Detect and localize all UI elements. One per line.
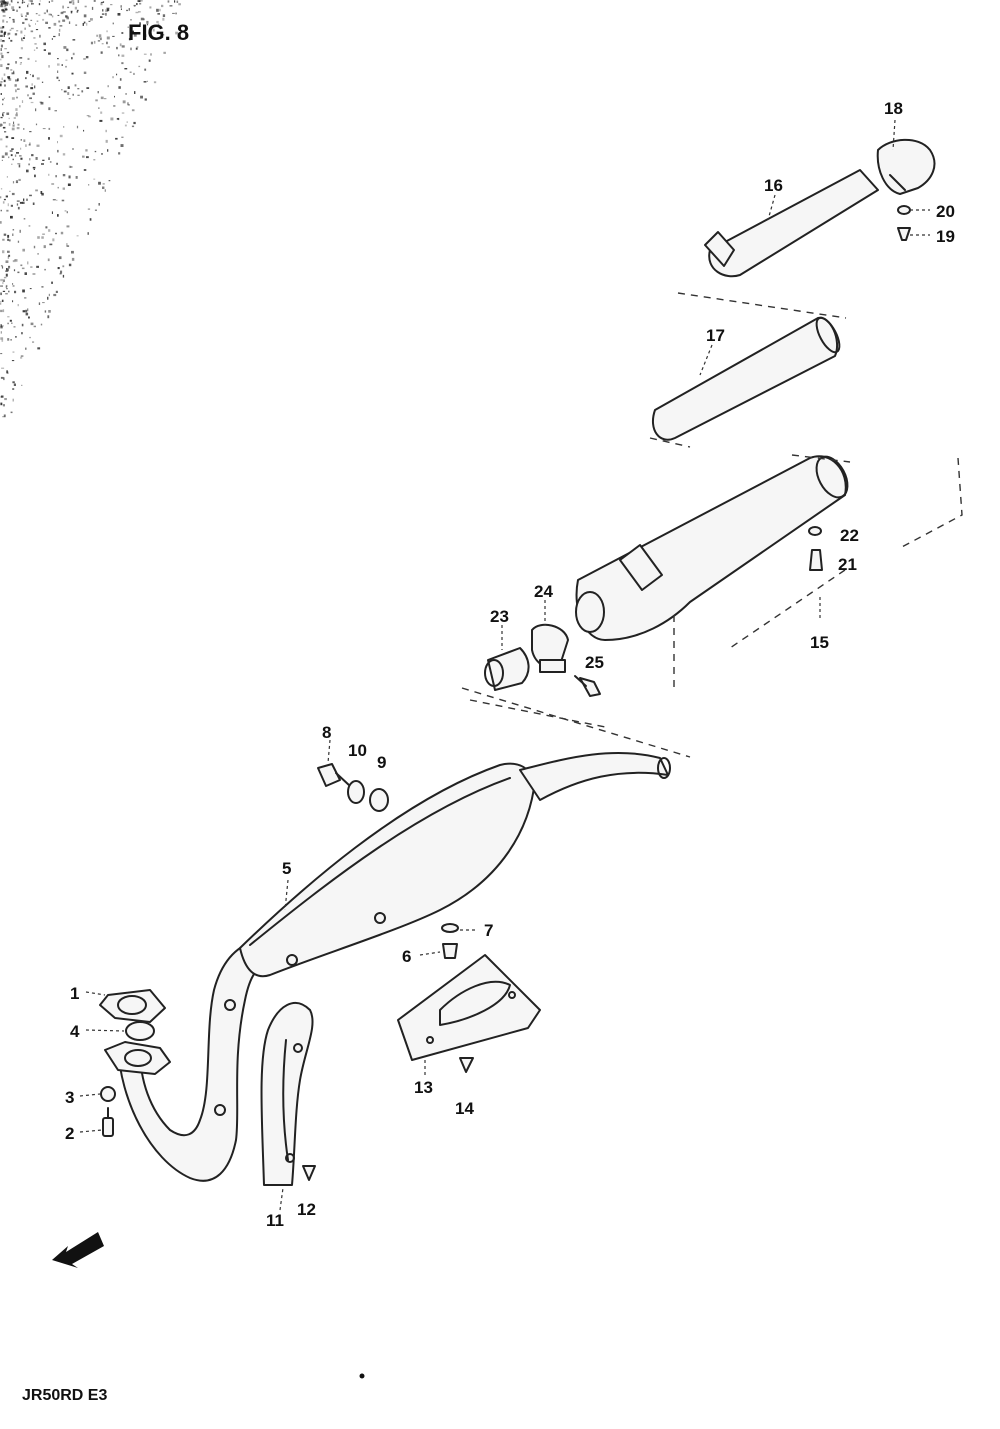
- label-13: 13: [414, 1078, 433, 1097]
- bolt-part-21: [809, 549, 823, 571]
- label-22: 22: [840, 526, 859, 545]
- muffler-part: [575, 455, 849, 690]
- label-15: 15: [810, 633, 829, 652]
- label-17: 17: [706, 326, 725, 345]
- label-1: 1: [70, 984, 79, 1003]
- connector-part: [484, 647, 530, 691]
- scan-dot: [359, 1373, 365, 1379]
- bolt-part-6: [442, 943, 458, 959]
- screw-part-19: [897, 227, 911, 241]
- label-19: 19: [936, 227, 955, 246]
- model-code: JR50RD E3: [22, 1387, 107, 1404]
- washer-part-9: [369, 788, 389, 812]
- label-4: 4: [70, 1022, 80, 1041]
- label-8: 8: [322, 723, 331, 742]
- label-21: 21: [838, 555, 857, 574]
- clamp-part: [531, 623, 569, 673]
- exhaust-pipe-part: [117, 751, 671, 1182]
- label-11: 11: [266, 1211, 284, 1230]
- nut-part: [100, 1086, 116, 1102]
- mount-bolt-part: [317, 763, 351, 787]
- washer-part: [441, 923, 459, 933]
- label-16: 16: [764, 176, 783, 195]
- label-5: 5: [282, 859, 291, 878]
- bolt-part-25: [574, 675, 601, 697]
- scan-noise: [0, 0, 181, 418]
- label-2: 2: [65, 1124, 74, 1143]
- leader-lines: [79, 119, 930, 1211]
- pipe-guard-part: [260, 1001, 314, 1186]
- label-24: 24: [534, 582, 553, 601]
- label-14: 14: [455, 1099, 474, 1118]
- label-10: 10: [348, 741, 367, 760]
- front-arrow-icon: [52, 1232, 104, 1268]
- gasket-flange-part: [99, 989, 166, 1023]
- label-18: 18: [884, 99, 903, 118]
- screw-part-14: [459, 1057, 474, 1073]
- pipe-flange-part: [104, 1041, 171, 1075]
- label-9: 9: [377, 753, 386, 772]
- label-6: 6: [402, 947, 411, 966]
- gasket-ring-part: [125, 1021, 155, 1041]
- label-25: 25: [585, 653, 604, 672]
- label-20: 20: [936, 202, 955, 221]
- tail-pipe-part: [704, 169, 879, 278]
- part-labels: 18 16 20 19 17 22 21 15 24 23 25 8 10 9 …: [65, 99, 955, 1230]
- bolt-part: [102, 1107, 114, 1137]
- washer-part-22: [808, 526, 822, 536]
- figure-title: FIG. 8: [128, 20, 189, 45]
- label-3: 3: [65, 1088, 74, 1107]
- label-12: 12: [297, 1200, 316, 1219]
- label-23: 23: [490, 607, 509, 626]
- heat-shield-part: [397, 954, 541, 1061]
- label-7: 7: [484, 921, 493, 940]
- end-cap-part: [876, 138, 936, 195]
- silencer-sleeve-part: [652, 316, 841, 441]
- spacer-part: [347, 780, 365, 804]
- screw-part: [302, 1165, 316, 1181]
- assembly-guide-lines: [461, 292, 963, 758]
- washer-part-20: [897, 205, 911, 215]
